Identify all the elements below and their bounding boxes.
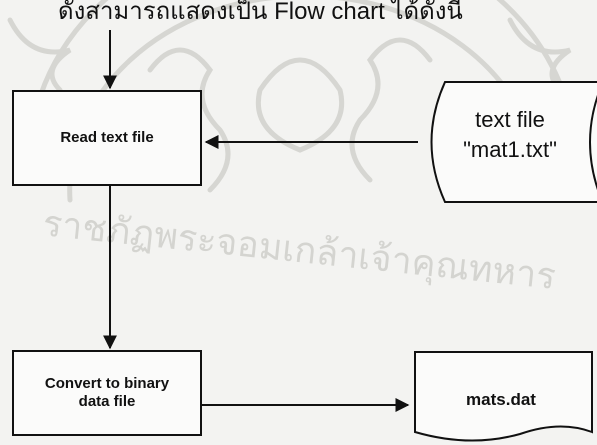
input-file-shape [430, 81, 597, 203]
output-file-label: mats.dat [466, 390, 536, 409]
watermark-crest-left [147, 47, 231, 193]
watermark-crest-center [255, 57, 345, 153]
process-convert-label: Convert to binary data file [45, 375, 169, 411]
watermark-flourish-right [507, 17, 572, 93]
output-file-shape [414, 351, 593, 442]
process-convert-line1: Convert to binary [44, 375, 170, 392]
process-convert-line2: data file [78, 393, 136, 410]
process-read-text-file: Read text file [12, 90, 202, 186]
input-file-line1: text file [475, 107, 545, 132]
input-file-line2: "mat1.txt" [463, 137, 557, 162]
page-heading: ดังสามารถแสดงเป็น Flow chart ได้ดังนี้ [58, 0, 463, 25]
input-file-inner-curve [589, 94, 597, 191]
watermark-crest-right [349, 37, 433, 183]
process-convert-binary: Convert to binary data file [12, 350, 202, 436]
input-file-label: text file "mat1.txt" [430, 105, 590, 165]
watermark-flourish-left [7, 17, 72, 93]
process-read-label: Read text file [60, 129, 154, 146]
